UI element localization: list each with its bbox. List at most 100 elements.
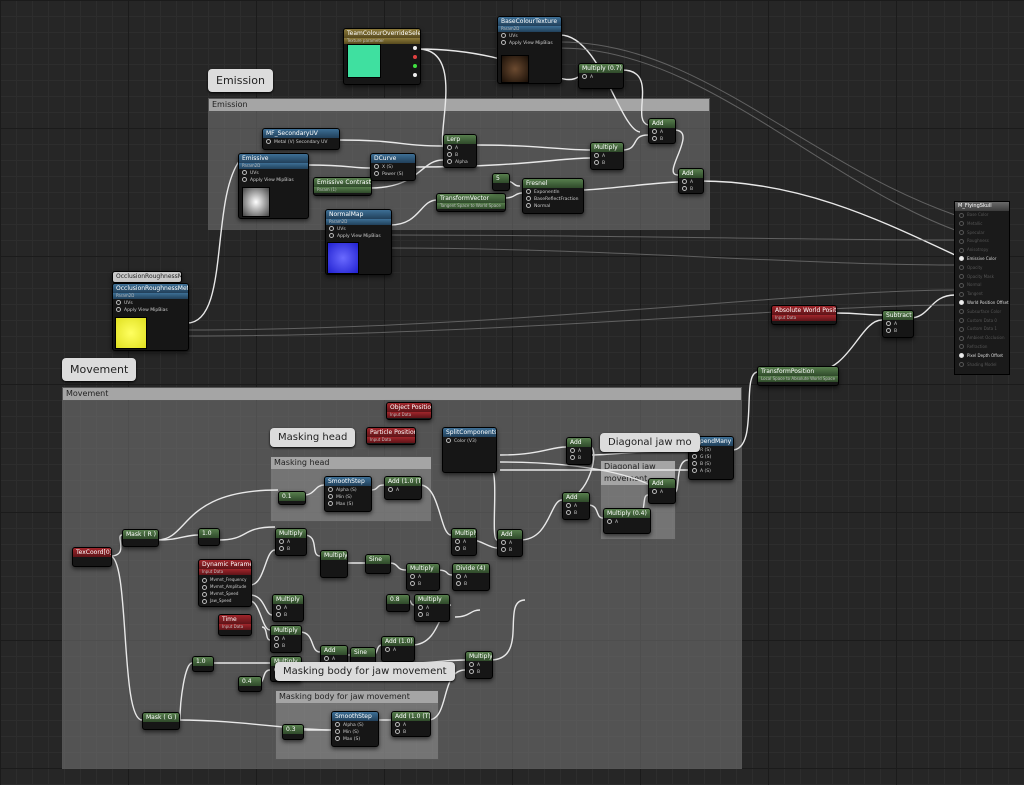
constant-0.8-node[interactable]: 0.8 bbox=[386, 594, 410, 612]
uvs-pin[interactable]: UVs bbox=[242, 170, 305, 177]
normal-map-texture-node[interactable]: NormalMap Param2D UVs Apply View MipBias bbox=[325, 209, 392, 275]
team-colour-texture-node[interactable]: TeamColourOverrideSelection_4 Texture pa… bbox=[343, 28, 421, 85]
mask-g-node[interactable]: Mask ( G ) bbox=[142, 712, 180, 730]
pin-b[interactable]: B bbox=[682, 186, 700, 193]
pin-a[interactable]: A bbox=[276, 605, 300, 612]
pin-a[interactable]: A bbox=[501, 540, 519, 547]
exponent-pin[interactable]: ExponentIn bbox=[526, 189, 580, 196]
pin-a[interactable]: A bbox=[469, 662, 489, 669]
constant-1.0-node[interactable]: 1.0 bbox=[192, 656, 214, 672]
multiply-node[interactable]: Multiply AB bbox=[451, 528, 477, 556]
sine-node[interactable]: Sine bbox=[365, 554, 391, 574]
frequency-pin[interactable]: Mvmnt_Frequency bbox=[202, 576, 248, 583]
opacity-mask-pin[interactable]: Opacity Mask bbox=[955, 273, 1009, 282]
emissive-texture-node[interactable]: Emissive Param2D UVs Apply View MipBias bbox=[238, 153, 309, 219]
pin-a[interactable]: A bbox=[607, 519, 647, 526]
normal-pin[interactable]: Normal bbox=[955, 281, 1009, 290]
constant-0.3-node[interactable]: 0.3 bbox=[282, 724, 304, 740]
emissive-color-pin[interactable]: Emissive Color bbox=[955, 255, 1009, 264]
power-pin[interactable]: Power (S) bbox=[374, 171, 412, 178]
particle-position-node[interactable]: Particle Position Input Data bbox=[366, 427, 416, 445]
roughness-pin[interactable]: Roughness bbox=[955, 237, 1009, 246]
pin-a[interactable]: A bbox=[594, 153, 620, 160]
amplitude-pin[interactable]: Mvmnt_Amplitude bbox=[202, 583, 248, 590]
g-pin[interactable]: G (S) bbox=[692, 454, 730, 461]
emissive-contrast-node[interactable]: Emissive Contrast Param (1) bbox=[313, 177, 372, 196]
jaw-speed-pin[interactable]: Jaw_Speed bbox=[202, 597, 248, 604]
speed-pin[interactable]: Mvmnt_Speed bbox=[202, 590, 248, 597]
tangent-pin[interactable]: Tangent bbox=[955, 290, 1009, 299]
add-node[interactable]: Multiply bbox=[320, 550, 348, 578]
output-pin[interactable] bbox=[413, 64, 417, 68]
object-position-node[interactable]: Object Position Input Data bbox=[386, 402, 432, 420]
world-position-offset-pin[interactable]: World Position Offset bbox=[955, 299, 1009, 308]
mipbias-pin[interactable]: Apply View MipBias bbox=[501, 40, 558, 47]
mipbias-pin[interactable]: Apply View MipBias bbox=[329, 233, 388, 240]
shading-model-pin[interactable]: Shading Model bbox=[955, 361, 1009, 370]
pin-b[interactable]: B bbox=[469, 669, 489, 676]
fresnel-node[interactable]: Fresnel ExponentIn BaseReflectFraction N… bbox=[522, 178, 584, 214]
mask-r-node[interactable]: Mask ( R ) bbox=[122, 529, 159, 547]
constant-5-node[interactable]: 5 bbox=[492, 173, 510, 191]
uvs-pin[interactable]: UVs bbox=[501, 33, 558, 40]
custom-data-0-pin[interactable]: Custom Data 0 bbox=[955, 317, 1009, 326]
add-1-node[interactable]: Add (1.0 (T)) A bbox=[384, 476, 422, 500]
pin-b[interactable]: B bbox=[279, 546, 303, 553]
transform-vector-node[interactable]: TransformVector Tangent Space to World S… bbox=[436, 193, 506, 212]
smooth-step-node[interactable]: SmoothStep Alpha (S) Min (S) Max (S) bbox=[324, 476, 372, 512]
pixel-depth-offset-pin[interactable]: Pixel Depth Offset bbox=[955, 352, 1009, 361]
refraction-pin[interactable]: Refraction bbox=[955, 343, 1009, 352]
transform-position-node[interactable]: TransformPosition Local Space to Absolut… bbox=[757, 366, 839, 386]
split-components-node[interactable]: SplitComponents Color (V3) bbox=[442, 427, 497, 473]
mipbias-pin[interactable]: Apply View MipBias bbox=[242, 177, 305, 184]
metallic-pin[interactable]: Metallic bbox=[955, 220, 1009, 229]
pin-b[interactable]: B bbox=[274, 643, 298, 650]
pin-b[interactable]: B bbox=[418, 612, 446, 619]
alpha-pin[interactable]: Alpha (S) bbox=[328, 487, 368, 494]
output-pin[interactable] bbox=[413, 73, 417, 77]
mf-secondary-uv-node[interactable]: MF_SecondaryUV Metal (V) Secondary UV bbox=[262, 128, 340, 150]
base-color-pin[interactable]: Base Color bbox=[955, 211, 1009, 220]
pin-a[interactable]: A bbox=[566, 503, 586, 510]
pin-b[interactable]: B bbox=[594, 160, 620, 167]
pin-b[interactable]: B bbox=[447, 152, 473, 159]
multiply-0.4-node[interactable]: Multiply (0.4) A bbox=[603, 508, 651, 534]
add-node[interactable]: Add A bbox=[648, 478, 676, 504]
pin-a[interactable]: A bbox=[582, 74, 620, 81]
subsurface-color-pin[interactable]: Subsurface Color bbox=[955, 308, 1009, 317]
alpha-pin[interactable]: Alpha (S) bbox=[335, 722, 375, 729]
orm-texture-node[interactable]: OcclusionRoughnessMetallic Param2D UVs A… bbox=[112, 283, 189, 351]
pin-a[interactable]: A bbox=[274, 636, 298, 643]
custom-data-1-pin[interactable]: Custom Data 1 bbox=[955, 325, 1009, 334]
pin-b[interactable]: B bbox=[886, 328, 910, 335]
absolute-world-position-node[interactable]: Absolute World Position Input Data bbox=[771, 305, 837, 325]
max-pin[interactable]: Max (S) bbox=[328, 501, 368, 508]
max-pin[interactable]: Max (S) bbox=[335, 736, 375, 743]
min-pin[interactable]: Min (S) bbox=[328, 494, 368, 501]
color-pin[interactable]: Color (V3) bbox=[446, 438, 493, 445]
pin-b[interactable]: B bbox=[395, 729, 427, 736]
pin-b[interactable]: B bbox=[501, 547, 519, 554]
pin-b[interactable]: B bbox=[652, 136, 672, 143]
pin-a[interactable]: A bbox=[385, 647, 411, 654]
pin-a[interactable]: A bbox=[447, 145, 473, 152]
ambient-occlusion-pin[interactable]: Ambient Occlusion bbox=[955, 334, 1009, 343]
pin-b[interactable]: B bbox=[456, 581, 486, 588]
constant-1.0-node[interactable]: 1.0 bbox=[198, 528, 220, 546]
base-colour-texture-node[interactable]: BaseColourTexture Param2D UVs Apply View… bbox=[497, 16, 562, 84]
pin-a[interactable]: A bbox=[570, 448, 588, 455]
b-pin[interactable]: B (S) bbox=[692, 461, 730, 468]
material-result-node[interactable]: M_FlyingSkull Base Color Metallic Specul… bbox=[954, 201, 1010, 375]
